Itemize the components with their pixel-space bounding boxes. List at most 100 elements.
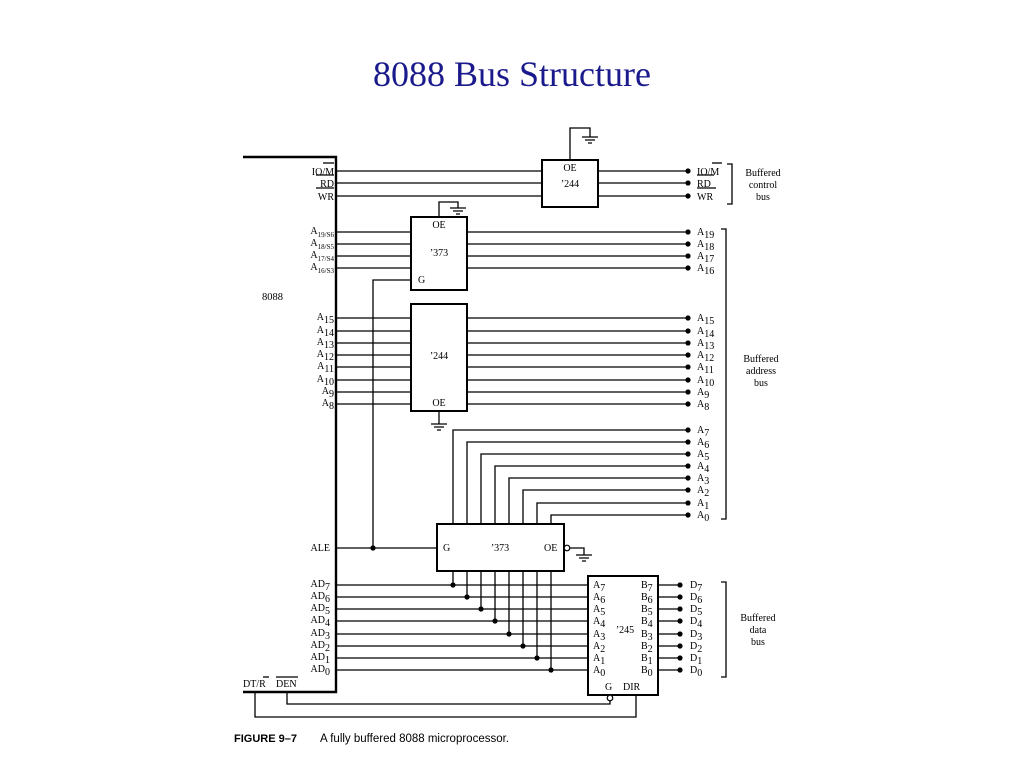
output-terminal [685, 328, 691, 334]
control-buffer-oe-line [569, 127, 591, 160]
den-label: DEN [276, 679, 297, 690]
output-terminal [685, 340, 691, 346]
data-out-label: D5 [690, 604, 702, 618]
high-latch-g-label: G [418, 275, 425, 286]
low-latch-name: ’373 [491, 543, 509, 554]
ad-pin-label: AD4 [311, 615, 330, 629]
transceiver-g-label: G [605, 682, 612, 693]
figure-caption: A fully buffered 8088 microprocessor. [320, 733, 509, 745]
address-mid-out-label: A12 [697, 350, 714, 364]
output-terminal [677, 667, 683, 673]
transceiver-b-pin: B4 [641, 616, 653, 630]
transceiver-a-pin: A0 [593, 665, 605, 679]
output-terminal [685, 253, 691, 259]
data-bus-label-2: data [750, 625, 767, 636]
ad-pin-label: AD2 [311, 640, 330, 654]
transceiver-b-pin: B5 [641, 604, 653, 618]
control-pin-label: WR [318, 192, 334, 203]
junction-dot [520, 643, 526, 649]
data-out-label: D4 [690, 616, 702, 630]
junction-dot [548, 667, 554, 673]
address-bus-label-1: Buffered [743, 354, 778, 365]
output-terminal [685, 439, 691, 445]
address-high-pin-label: A17/S4 [310, 250, 334, 263]
address-low-out-label: A7 [697, 425, 709, 439]
control-bus-brace [727, 163, 733, 205]
address-high-out-label: A17 [697, 251, 714, 265]
low-latch-oe-bubble [563, 544, 571, 552]
ground-icon [576, 554, 592, 562]
ad-pin-label: AD6 [311, 591, 330, 605]
address-low-out-line [536, 502, 688, 524]
dtr-to-dir-line [254, 692, 637, 718]
address-mid-out-label: A10 [697, 375, 714, 389]
address-mid-pin-label: A12 [317, 349, 334, 363]
address-mid-out-label: A13 [697, 338, 714, 352]
address-low-out-label: A4 [697, 461, 709, 475]
output-terminal [685, 265, 691, 271]
address-bus-label-2: address [746, 366, 776, 377]
output-terminal [677, 643, 683, 649]
ale-junction [370, 545, 376, 551]
low-latch-oe-label: OE [544, 543, 557, 554]
ad-pin-label: AD3 [311, 628, 330, 642]
address-high-pin-label: A18/S5 [310, 238, 334, 251]
address-low-out-label: A0 [697, 510, 709, 524]
address-high-pin-label: A16/S3 [310, 262, 334, 275]
output-terminal [685, 364, 691, 370]
address-low-out-label: A5 [697, 449, 709, 463]
address-low-out-line [452, 429, 688, 524]
output-terminal [685, 500, 691, 506]
address-mid-pin-label: A14 [317, 325, 334, 339]
data-bus-brace [721, 581, 727, 678]
ad-pin-label: AD7 [311, 579, 330, 593]
transceiver-a-pin: A3 [593, 629, 605, 643]
address-mid-pin-label: A13 [317, 337, 334, 351]
transceiver-a-pin: A4 [593, 616, 605, 630]
output-terminal [677, 582, 683, 588]
output-terminal [685, 168, 691, 174]
output-terminal [685, 487, 691, 493]
output-terminal [685, 463, 691, 469]
den-to-g-line [286, 692, 611, 705]
address-low-out-label: A2 [697, 485, 709, 499]
output-terminal [685, 401, 691, 407]
data-bus-label-1: Buffered [740, 613, 775, 624]
output-terminal [685, 512, 691, 518]
address-low-out-label: A6 [697, 437, 709, 451]
address-mid-pin-label: A15 [317, 312, 334, 326]
address-high-out-label: A18 [697, 239, 714, 253]
junction-dot [492, 618, 498, 624]
data-bus-label-3: bus [751, 637, 765, 648]
data-out-label: D3 [690, 629, 702, 643]
high-address-latch-373 [410, 216, 468, 291]
address-mid-pin-label: A11 [317, 361, 334, 375]
figure-number: FIGURE 9–7 [234, 733, 297, 745]
output-terminal [685, 193, 691, 199]
output-terminal [685, 241, 691, 247]
transceiver-a-pin: A5 [593, 604, 605, 618]
ale-label: ALE [311, 543, 330, 554]
transceiver-b-pin: B7 [641, 580, 653, 594]
address-mid-pin-label: A9 [322, 386, 334, 400]
output-terminal [685, 180, 691, 186]
data-out-label: D6 [690, 592, 702, 606]
high-latch-name: ’373 [430, 248, 448, 259]
cpu-outline [243, 155, 338, 694]
ground-icon [431, 423, 447, 431]
address-mid-out-label: A9 [697, 387, 709, 401]
high-latch-oe-line [438, 201, 459, 217]
data-transceiver-245 [587, 575, 659, 696]
mid-buffer-oe-label: OE [432, 398, 445, 409]
control-bus-label-1: Buffered [745, 168, 780, 179]
output-terminal [685, 475, 691, 481]
address-low-out-line [508, 477, 688, 524]
address-bus-label-3: bus [754, 378, 768, 389]
page-title: 8088 Bus Structure [373, 54, 651, 94]
mid-buffer-name: ’244 [430, 351, 448, 362]
control-pin-label: RD [320, 179, 334, 190]
address-low-out-line [522, 489, 688, 524]
control-buffer-oe-label: OE [563, 163, 576, 174]
output-terminal [677, 631, 683, 637]
